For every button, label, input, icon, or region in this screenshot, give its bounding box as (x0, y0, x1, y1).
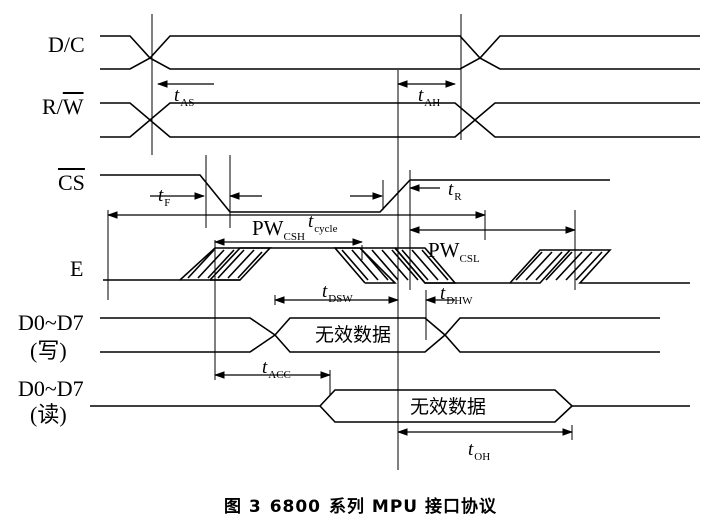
t-oh: t (468, 439, 474, 460)
sub-ah: AH (424, 97, 441, 109)
dimension-arrows (106, 80, 577, 436)
t-ah: t (418, 85, 424, 106)
timing-label-cycle: tcycle (308, 212, 337, 235)
cs-text: CS (58, 170, 85, 195)
sub-acc: ACC (268, 369, 291, 381)
sub-csl: CSL (459, 253, 480, 265)
pw-csl: PW (428, 238, 460, 262)
signal-label-rw: R/W (42, 96, 84, 118)
sub-dsw: DSW (328, 293, 353, 305)
sub-as: AS (180, 97, 195, 109)
pw-csh: PW (252, 216, 284, 240)
sub-dhw: DHW (446, 295, 473, 307)
t-dsw: t (322, 281, 328, 302)
caption-title: 系列 MPU 接口协议 (329, 497, 498, 517)
e-text: E (70, 256, 84, 281)
sub-cycle: cycle (314, 223, 338, 235)
t-as: t (174, 85, 180, 106)
cs-waveform (100, 174, 610, 213)
signal-label-cs: CS (58, 172, 85, 194)
timing-label-dsw: tDSW (322, 282, 353, 305)
data-write-note: (写) (30, 338, 67, 363)
invalid-data-read-label: 无效数据 (410, 396, 487, 418)
dc-waveform (100, 35, 700, 70)
sub-r: R (454, 191, 462, 203)
signal-label-dc: D/C (48, 34, 85, 56)
signal-label-e: E (70, 258, 83, 280)
signal-label-data-write: D0~D7 (18, 312, 84, 334)
data-read-note: (读) (30, 402, 67, 427)
data-read-text: D0~D7 (18, 376, 84, 401)
rw-w-text: W (62, 94, 84, 119)
t-cycle: t (308, 211, 314, 232)
signal-label-data-read: D0~D7 (18, 378, 84, 400)
sub-oh: OH (474, 451, 491, 463)
data-write-text: D0~D7 (18, 310, 84, 335)
rw-waveform (100, 102, 700, 138)
invalid-data-write-label: 无效数据 (315, 324, 392, 346)
rw-r-text: R/ (42, 94, 63, 119)
timing-label-oh: tOH (468, 440, 490, 463)
pulse-width-csh-label: PWCSH (252, 218, 305, 243)
timing-label-dhw: tDHW (440, 284, 473, 307)
data-read-waveform (90, 389, 690, 423)
t-f: t (158, 185, 164, 206)
timing-label-as: tAS (174, 86, 194, 109)
t-acc: t (262, 357, 268, 378)
timing-label-f: tF (158, 186, 170, 209)
signal-note-write: (写) (30, 340, 67, 362)
signal-note-read: (读) (30, 404, 67, 426)
timing-label-ah: tAH (418, 86, 440, 109)
e-waveform (103, 247, 690, 284)
pulse-width-csl-label: PWCSL (428, 240, 480, 265)
caption-fig: 图 3 (223, 497, 262, 517)
timing-label-acc: tACC (262, 358, 291, 381)
figure-caption: 图 3 6800 系列 MPU 接口协议 (0, 492, 721, 517)
data-write-waveform (100, 317, 660, 353)
t-dhw: t (440, 283, 446, 304)
timing-label-r: tR (448, 180, 462, 203)
sub-f: F (164, 197, 171, 209)
sub-csh: CSH (283, 231, 305, 243)
caption-model: 6800 (269, 497, 322, 517)
t-r: t (448, 179, 454, 200)
dc-text: D/C (48, 32, 85, 57)
